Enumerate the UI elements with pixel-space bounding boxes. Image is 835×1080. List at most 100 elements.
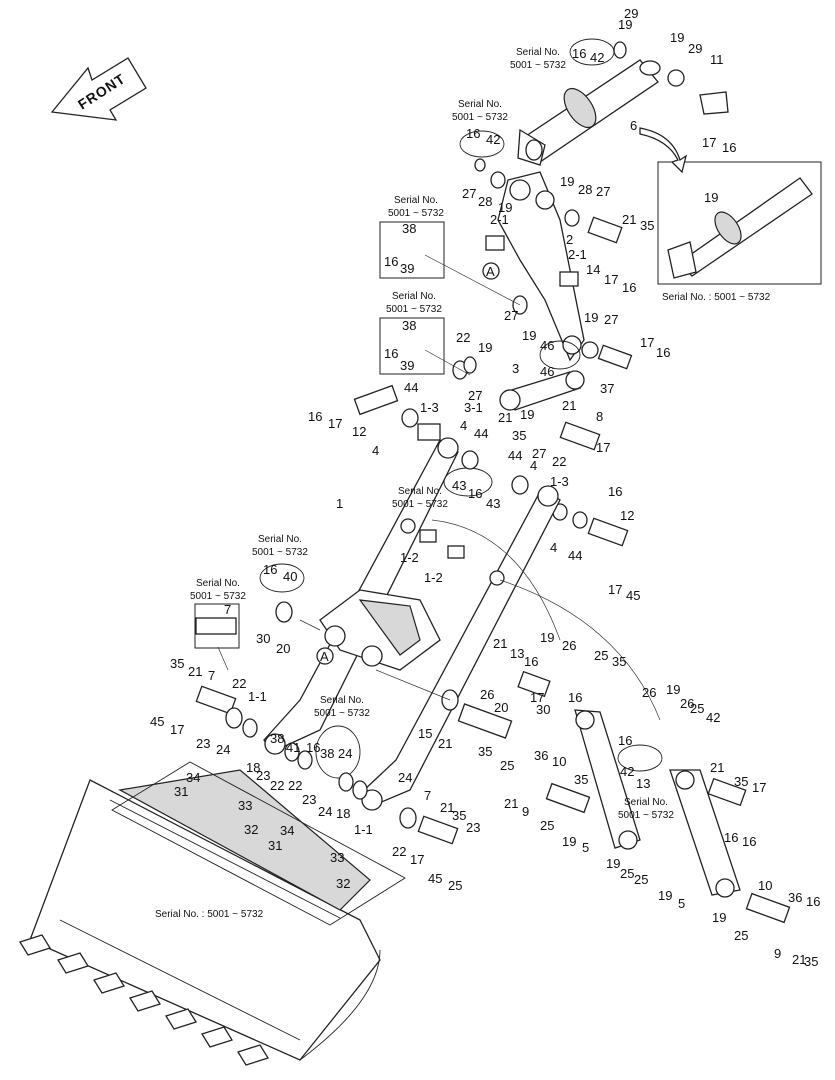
part-callout: 19 bbox=[562, 834, 576, 849]
part-callout: 7 bbox=[208, 668, 215, 683]
serial-ring-2 bbox=[459, 130, 505, 158]
serial-note-4-line1: Serial No. bbox=[392, 291, 436, 302]
part-callout: 22 bbox=[456, 330, 470, 345]
side-cutter-detail-outline bbox=[111, 761, 406, 926]
part-callout: 45 bbox=[626, 588, 640, 603]
serial-note-4-line2: 5001 ~ 5732 bbox=[386, 304, 442, 315]
serial-note-5-line1: Serial No. bbox=[398, 486, 442, 497]
part-callout: 22 bbox=[288, 778, 302, 793]
part-callout: 12 bbox=[620, 508, 634, 523]
part-callout: 13 bbox=[636, 776, 650, 791]
part-callout: 19 bbox=[584, 310, 598, 325]
part-callout: 39 bbox=[400, 261, 414, 276]
part-callout: 21 bbox=[710, 760, 724, 775]
part-callout: 16 bbox=[468, 486, 482, 501]
part-callout: 18 bbox=[246, 760, 260, 775]
part-callout: 27 bbox=[604, 312, 618, 327]
part-callout: 20 bbox=[494, 700, 508, 715]
serial-note-9-line2: 5001 ~ 5732 bbox=[618, 810, 674, 821]
part-callout: 1-2 bbox=[400, 550, 419, 565]
part-callout: 27 bbox=[462, 186, 476, 201]
part-callout: 6 bbox=[630, 118, 637, 133]
part-callout: 21 bbox=[498, 410, 512, 425]
part-callout: 35 bbox=[612, 654, 626, 669]
part-callout: 24 bbox=[318, 804, 332, 819]
part-callout: 42 bbox=[706, 710, 720, 725]
part-callout: 46 bbox=[540, 338, 554, 353]
serial-note-8: Serial No. 5001 ~ 5732 bbox=[314, 695, 370, 719]
part-callout: 34 bbox=[280, 823, 294, 838]
serial-box-1 bbox=[379, 221, 445, 279]
part-callout: 19 bbox=[658, 888, 672, 903]
part-callout: 1-1 bbox=[354, 822, 373, 837]
part-callout: 42 bbox=[590, 50, 604, 65]
part-callout: 46 bbox=[540, 364, 554, 379]
part-callout: 5 bbox=[582, 840, 589, 855]
part-callout: 16 bbox=[618, 733, 632, 748]
serial-note-7: Serial No. 5001 ~ 5732 bbox=[190, 578, 246, 602]
part-callout: 16 bbox=[724, 830, 738, 845]
part-callout: 17 bbox=[702, 135, 716, 150]
part-callout: 19 bbox=[520, 407, 534, 422]
serial-note-4: Serial No. 5001 ~ 5732 bbox=[386, 291, 442, 315]
part-callout: 19 bbox=[666, 682, 680, 697]
part-callout: 18 bbox=[336, 806, 350, 821]
part-callout: 40 bbox=[283, 569, 297, 584]
part-callout: 5 bbox=[678, 896, 685, 911]
part-callout: 19 bbox=[712, 910, 726, 925]
part-callout: 23 bbox=[302, 792, 316, 807]
part-callout: 43 bbox=[486, 496, 500, 511]
part-callout: 10 bbox=[552, 754, 566, 769]
part-callout: 1-2 bbox=[424, 570, 443, 585]
part-callout: 27 bbox=[468, 388, 482, 403]
pins-upper bbox=[452, 158, 633, 380]
reference-mark-label-upper: A bbox=[486, 264, 495, 279]
part-callout: 25 bbox=[620, 866, 634, 881]
serial-ring-3 bbox=[259, 563, 305, 593]
part-callout: 20 bbox=[276, 641, 290, 656]
part-callout: 38 bbox=[270, 731, 284, 746]
part-callout: 35 bbox=[804, 954, 818, 969]
part-callout: 36 bbox=[534, 748, 548, 763]
tilt-link bbox=[499, 370, 585, 411]
part-callout: 17 bbox=[410, 852, 424, 867]
part-callout: 10 bbox=[758, 878, 772, 893]
part-callout: 17 bbox=[530, 690, 544, 705]
part-callout: 23 bbox=[466, 820, 480, 835]
part-callout: 12 bbox=[352, 424, 366, 439]
part-callout: 19 bbox=[670, 30, 684, 45]
part-callout: 21 bbox=[562, 398, 576, 413]
part-callout: 38 bbox=[320, 746, 334, 761]
part-callout: 11 bbox=[710, 52, 724, 67]
part-callout: 16 bbox=[656, 345, 670, 360]
part-callout: 16 bbox=[384, 346, 398, 361]
serial-note-6-line1: Serial No. bbox=[258, 534, 302, 545]
part-callout: 1 bbox=[336, 496, 343, 511]
part-callout: 27 bbox=[532, 446, 546, 461]
lift-cylinder-top bbox=[517, 41, 729, 166]
part-callout: 19 bbox=[478, 340, 492, 355]
part-callout: 41 bbox=[286, 740, 300, 755]
part-callout: 17 bbox=[596, 440, 610, 455]
part-callout: 32 bbox=[336, 876, 350, 891]
part-callout: 44 bbox=[404, 380, 418, 395]
serial-note-3-line1: Serial No. bbox=[394, 195, 438, 206]
part-callout: 3 bbox=[512, 361, 519, 376]
part-callout: 42 bbox=[486, 132, 500, 147]
reference-mark-upper: A bbox=[482, 262, 500, 280]
part-callout: 24 bbox=[338, 746, 352, 761]
part-callout: 17 bbox=[328, 416, 342, 431]
tilt-links bbox=[517, 670, 791, 924]
part-callout: 35 bbox=[574, 772, 588, 787]
leader-lines bbox=[217, 254, 661, 721]
part-callout: 21 bbox=[493, 636, 507, 651]
part-callout: 22 bbox=[392, 844, 406, 859]
part-callout: 22 bbox=[552, 454, 566, 469]
part-callout: 19 bbox=[498, 200, 512, 215]
serial-note-6-line2: 5001 ~ 5732 bbox=[252, 547, 308, 558]
part-callout: 36 bbox=[788, 890, 802, 905]
part-callout: 26 bbox=[480, 687, 494, 702]
part-callout: 30 bbox=[536, 702, 550, 717]
part-callout: 25 bbox=[690, 701, 704, 716]
